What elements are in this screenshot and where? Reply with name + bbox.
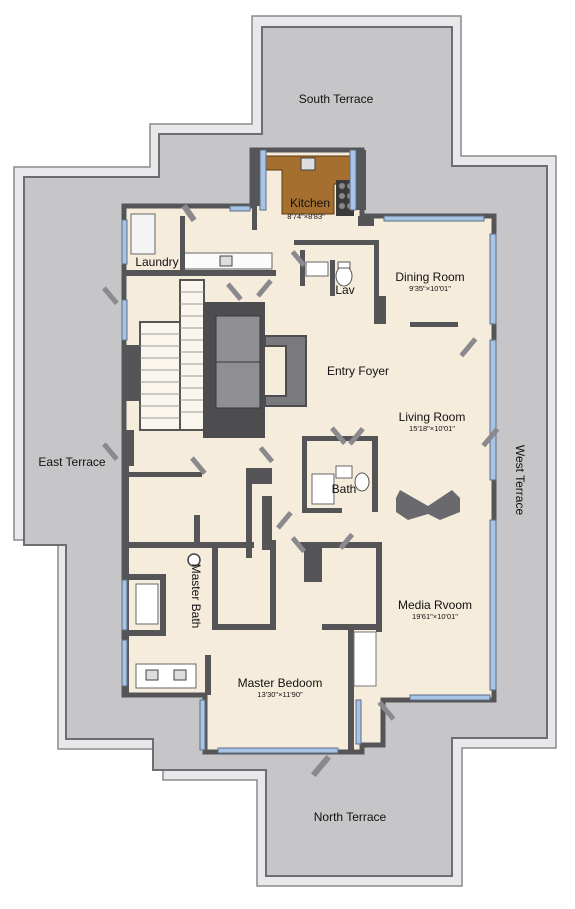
label-north-terrace: North Terrace bbox=[314, 810, 387, 824]
label-laundry: Laundry bbox=[135, 255, 178, 269]
label-west-terrace: West Terrace bbox=[513, 445, 527, 516]
label-entry-foyer: Entry Foyer bbox=[327, 364, 389, 378]
label-media-room: Media Rvoom bbox=[398, 598, 472, 612]
label-kitchen: Kitchen bbox=[290, 196, 330, 210]
label-master-bedroom: Master Bedoom bbox=[238, 676, 323, 690]
label-bath: Bath bbox=[332, 482, 357, 496]
kitchen-sink bbox=[300, 157, 316, 171]
label-lav: Lav bbox=[335, 283, 354, 297]
windows bbox=[121, 149, 497, 754]
laundry-appliance bbox=[130, 213, 156, 255]
label-living-room: Living Room bbox=[399, 410, 466, 424]
range-burner bbox=[339, 183, 345, 189]
label-media-room-dims: 19'61"×10'01" bbox=[412, 612, 458, 621]
interior-walls bbox=[122, 150, 458, 752]
label-dining-room-dims: 9'35"×10'01" bbox=[409, 284, 451, 293]
range-burner bbox=[339, 203, 345, 209]
label-master-bedroom-dims: 13'30"×11'90" bbox=[257, 690, 303, 699]
label-dining-room: Dining Room bbox=[395, 270, 464, 284]
range-burner bbox=[339, 193, 345, 199]
staircase bbox=[139, 279, 205, 431]
door-swings bbox=[102, 203, 500, 778]
core-notch bbox=[264, 335, 307, 407]
label-south-terrace: South Terrace bbox=[299, 92, 374, 106]
fixtures bbox=[135, 261, 460, 689]
laundry-sink bbox=[219, 255, 233, 267]
label-kitchen-dims: 8'74"×8'83" bbox=[287, 212, 325, 221]
label-master-bath: Master Bath bbox=[189, 564, 203, 629]
label-east-terrace: East Terrace bbox=[38, 455, 105, 469]
label-living-room-dims: 15'18"×10'01" bbox=[409, 424, 455, 433]
